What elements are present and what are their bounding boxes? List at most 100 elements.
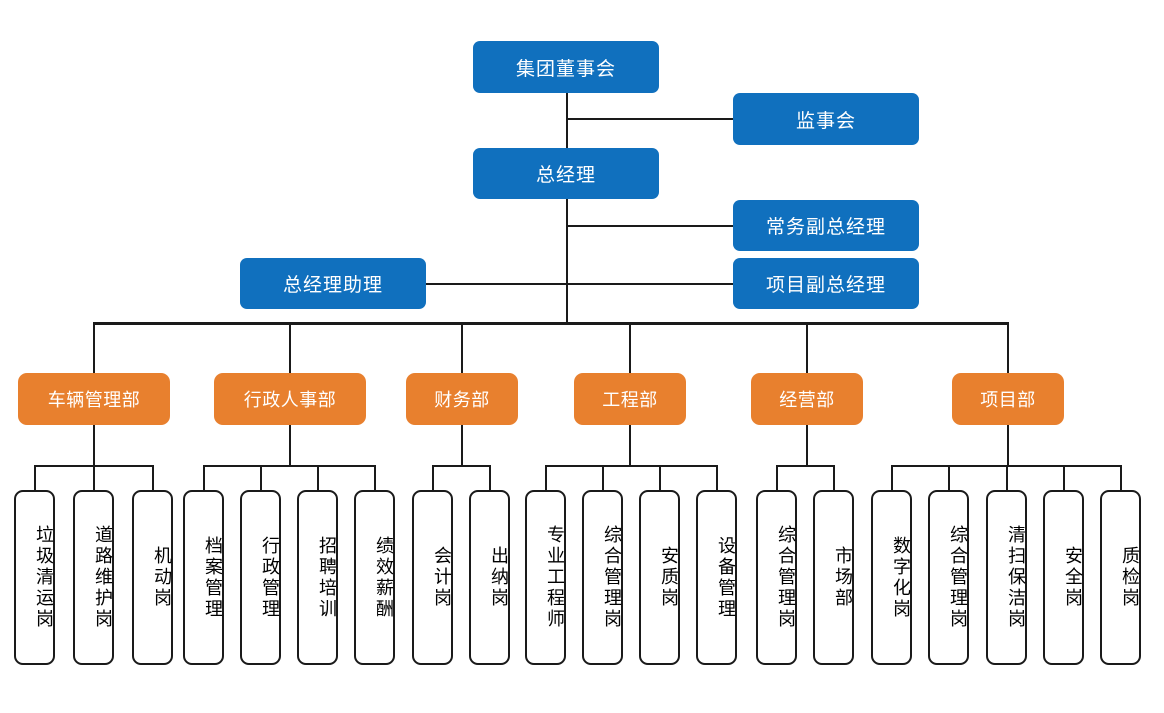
node-executive-deputy-gm[interactable]: 常务副总经理 [733, 200, 919, 251]
position-label: 专业工程师 [545, 525, 565, 630]
node-general-manager[interactable]: 总经理 [473, 148, 659, 199]
position-box[interactable]: 安质岗 [639, 490, 680, 665]
position-label: 行政管理 [260, 535, 280, 620]
department-vehicle[interactable]: 车辆管理部 [18, 373, 170, 425]
department-label: 项目部 [980, 390, 1036, 410]
drop-leaf-1 [93, 465, 95, 490]
connector-operations-stem [806, 425, 808, 465]
department-label: 经营部 [779, 390, 835, 410]
position-box[interactable]: 垃圾清运岗 [14, 490, 55, 665]
position-box[interactable]: 设备管理 [696, 490, 737, 665]
node-supervisory-board[interactable]: 监事会 [733, 93, 919, 145]
position-label: 绩效薪酬 [374, 535, 394, 620]
position-label: 设备管理 [716, 535, 736, 620]
connector-vehicle-stem [93, 425, 95, 465]
position-box[interactable]: 出纳岗 [469, 490, 510, 665]
position-label: 垃圾清运岗 [34, 525, 54, 630]
node-label: 总经理助理 [282, 275, 383, 296]
node-gm-assistant[interactable]: 总经理助理 [240, 258, 426, 309]
connector-engineering-stem [629, 425, 631, 465]
connector-bus-to-finance [461, 322, 463, 373]
position-box[interactable]: 综合管理岗 [756, 490, 797, 665]
department-finance[interactable]: 财务部 [406, 373, 518, 425]
connector-admin-hr-stem [289, 425, 291, 465]
department-label: 车辆管理部 [47, 390, 141, 410]
position-label: 安质岗 [659, 546, 679, 609]
drop-leaf-17 [1006, 465, 1008, 490]
drop-leaf-0 [34, 465, 36, 490]
department-project[interactable]: 项目部 [952, 373, 1064, 425]
node-project-deputy-gm[interactable]: 项目副总经理 [733, 258, 919, 309]
position-box[interactable]: 综合管理岗 [582, 490, 623, 665]
position-box[interactable]: 专业工程师 [525, 490, 566, 665]
drop-leaf-7 [432, 465, 434, 490]
position-box[interactable]: 清扫保洁岗 [986, 490, 1027, 665]
position-label: 综合管理岗 [602, 525, 622, 630]
position-box[interactable]: 综合管理岗 [928, 490, 969, 665]
position-box[interactable]: 档案管理 [183, 490, 224, 665]
drop-leaf-18 [1063, 465, 1065, 490]
position-box[interactable]: 招聘培训 [297, 490, 338, 665]
department-label: 工程部 [602, 390, 658, 410]
connector-bus-to-admin-hr [289, 322, 291, 373]
position-label: 道路维护岗 [93, 525, 113, 630]
connector-gm-spine [566, 198, 568, 323]
position-label: 综合管理岗 [948, 525, 968, 630]
position-box[interactable]: 数字化岗 [871, 490, 912, 665]
drop-leaf-12 [716, 465, 718, 490]
position-label: 数字化岗 [891, 535, 911, 620]
department-operations[interactable]: 经营部 [751, 373, 863, 425]
drop-leaf-19 [1120, 465, 1122, 490]
node-label: 项目副总经理 [765, 275, 886, 296]
position-box[interactable]: 安全岗 [1043, 490, 1084, 665]
node-board-of-directors[interactable]: 集团董事会 [473, 41, 659, 93]
subbus-admin-hr [203, 465, 375, 467]
position-label: 会计岗 [432, 546, 452, 609]
position-box[interactable]: 质检岗 [1100, 490, 1141, 665]
position-box[interactable]: 绩效薪酬 [354, 490, 395, 665]
node-label: 总经理 [535, 165, 596, 186]
drop-leaf-16 [948, 465, 950, 490]
node-label: 常务副总经理 [765, 217, 886, 238]
connector-finance-stem [461, 425, 463, 465]
department-admin-hr[interactable]: 行政人事部 [214, 373, 366, 425]
drop-leaf-9 [545, 465, 547, 490]
drop-leaf-2 [152, 465, 154, 490]
connector-board-to-gm [566, 92, 568, 152]
drop-leaf-3 [203, 465, 205, 490]
position-label: 综合管理岗 [776, 525, 796, 630]
connector-gm-to-exec-deputy [566, 225, 733, 227]
position-label: 清扫保洁岗 [1006, 525, 1026, 630]
drop-leaf-13 [776, 465, 778, 490]
department-engineering[interactable]: 工程部 [574, 373, 686, 425]
drop-leaf-15 [891, 465, 893, 490]
position-label: 市场部 [833, 546, 853, 609]
subbus-project [891, 465, 1120, 467]
position-box[interactable]: 机动岗 [132, 490, 173, 665]
node-label: 集团董事会 [515, 58, 616, 80]
drop-leaf-11 [659, 465, 661, 490]
subbus-engineering [545, 465, 717, 467]
connector-bus-to-project [1007, 322, 1009, 373]
subbus-operations [776, 465, 834, 467]
connector-bus-to-engineering [629, 322, 631, 373]
drop-leaf-8 [489, 465, 491, 490]
position-label: 出纳岗 [489, 546, 509, 609]
position-box[interactable]: 道路维护岗 [73, 490, 114, 665]
drop-leaf-4 [260, 465, 262, 490]
position-label: 招聘培训 [317, 535, 337, 620]
connector-gm-to-project-deputy [566, 283, 733, 285]
position-box[interactable]: 市场部 [813, 490, 854, 665]
drop-leaf-10 [602, 465, 604, 490]
position-box[interactable]: 会计岗 [412, 490, 453, 665]
position-label: 安全岗 [1063, 546, 1083, 609]
drop-leaf-14 [833, 465, 835, 490]
connector-bus-to-vehicle [93, 322, 95, 373]
position-box[interactable]: 行政管理 [240, 490, 281, 665]
drop-leaf-5 [317, 465, 319, 490]
department-label: 行政人事部 [243, 390, 337, 410]
connector-bus-to-operations [806, 322, 808, 373]
department-bus [93, 322, 1008, 325]
connector-gm-assistant-to-spine [426, 283, 567, 285]
